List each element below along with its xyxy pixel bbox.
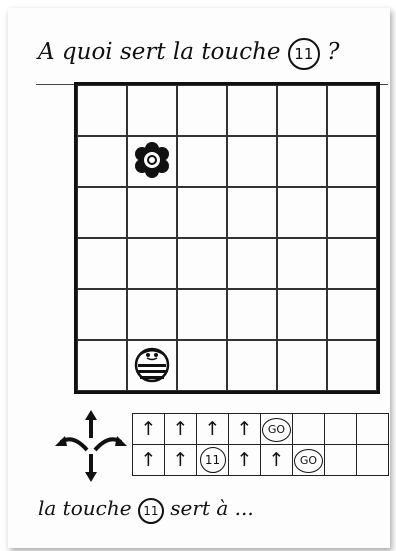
board-cell <box>277 187 327 238</box>
board-cell <box>277 289 327 340</box>
game-board <box>74 82 380 394</box>
program-row: ↑ ↑ ↑ ↑ GO <box>133 414 389 445</box>
program-cell: GO <box>261 414 293 445</box>
board-cell <box>277 238 327 289</box>
program-cell <box>357 445 389 476</box>
program-cell: ↑ <box>133 414 165 445</box>
board-cell <box>77 85 127 136</box>
board-cell <box>177 136 227 187</box>
board-cell <box>227 289 277 340</box>
board-cell <box>77 238 127 289</box>
program-cell <box>293 414 325 445</box>
board-cell <box>77 136 127 187</box>
program-cell: ↑ <box>261 445 293 476</box>
board-cell <box>327 289 377 340</box>
board-cell <box>327 238 377 289</box>
forward-arrow-icon <box>85 410 97 438</box>
program-cell: ↑ <box>165 414 197 445</box>
board-cell <box>227 187 277 238</box>
program-cell: ↑ <box>197 414 229 445</box>
board-cell <box>77 187 127 238</box>
board-cell <box>177 85 227 136</box>
board-cell <box>277 340 327 391</box>
board-cell <box>77 340 127 391</box>
board-cell <box>227 340 277 391</box>
turn-right-arrow-icon <box>95 436 127 450</box>
board-cell <box>327 136 377 187</box>
page-title: A quoi sert la touche 11 ? <box>38 38 340 70</box>
answer-prompt: la touche 11 sert à ... <box>38 496 254 524</box>
program-cell <box>325 414 357 445</box>
title-prefix: A quoi sert la touche <box>38 39 281 65</box>
program-cell: ↑ <box>229 414 261 445</box>
program-cell: GO <box>293 445 325 476</box>
direction-controls <box>53 410 129 482</box>
board-cell <box>127 289 177 340</box>
board-cell <box>127 187 177 238</box>
forward-arrow-icon: ↑ <box>141 449 157 471</box>
board-cell <box>77 289 127 340</box>
ladybug-robot-icon <box>133 345 171 387</box>
program-cell <box>357 414 389 445</box>
forward-arrow-icon: ↑ <box>173 418 189 440</box>
go-key: GO <box>262 418 291 442</box>
board-cell <box>327 85 377 136</box>
board-cell <box>227 85 277 136</box>
title-suffix: ? <box>327 39 339 65</box>
board-cell <box>227 136 277 187</box>
worksheet: A quoi sert la touche 11 ? ↑ ↑ ↑ ↑ GO ↑ ↑ 11 ↑ ↑ G… <box>8 8 390 548</box>
program-grid: ↑ ↑ ↑ ↑ GO ↑ ↑ 11 ↑ ↑ GO <box>132 413 389 476</box>
board-cell <box>127 85 177 136</box>
board-cell <box>177 289 227 340</box>
answer-suffix: sert à ... <box>170 496 253 520</box>
key-11-badge: 11 <box>288 38 320 70</box>
board-cell <box>127 136 177 187</box>
board-cell <box>327 340 377 391</box>
flower-icon <box>134 142 170 182</box>
board-cell <box>177 340 227 391</box>
board-cell <box>177 238 227 289</box>
forward-arrow-icon: ↑ <box>269 449 285 471</box>
board-cell <box>277 136 327 187</box>
forward-arrow-icon: ↑ <box>141 418 157 440</box>
board-cell <box>277 85 327 136</box>
forward-arrow-icon: ↑ <box>237 449 253 471</box>
turn-left-arrow-icon <box>55 436 87 450</box>
key-11-badge: 11 <box>138 498 164 524</box>
board-cell <box>227 238 277 289</box>
forward-arrow-icon: ↑ <box>173 449 189 471</box>
program-cell: ↑ <box>133 445 165 476</box>
board-cell <box>127 340 177 391</box>
program-cell: 11 <box>197 445 229 476</box>
answer-prefix: la touche <box>38 496 132 520</box>
program-cell: ↑ <box>165 445 197 476</box>
backward-arrow-icon <box>85 454 97 482</box>
program-cell <box>325 445 357 476</box>
forward-arrow-icon: ↑ <box>237 418 253 440</box>
program-row: ↑ ↑ 11 ↑ ↑ GO <box>133 445 389 476</box>
forward-arrow-icon: ↑ <box>205 418 221 440</box>
board-cell <box>177 187 227 238</box>
go-key: GO <box>294 449 323 473</box>
program-cell: ↑ <box>229 445 261 476</box>
board-cell <box>327 187 377 238</box>
board-cell <box>127 238 177 289</box>
key-11-badge: 11 <box>200 447 226 473</box>
